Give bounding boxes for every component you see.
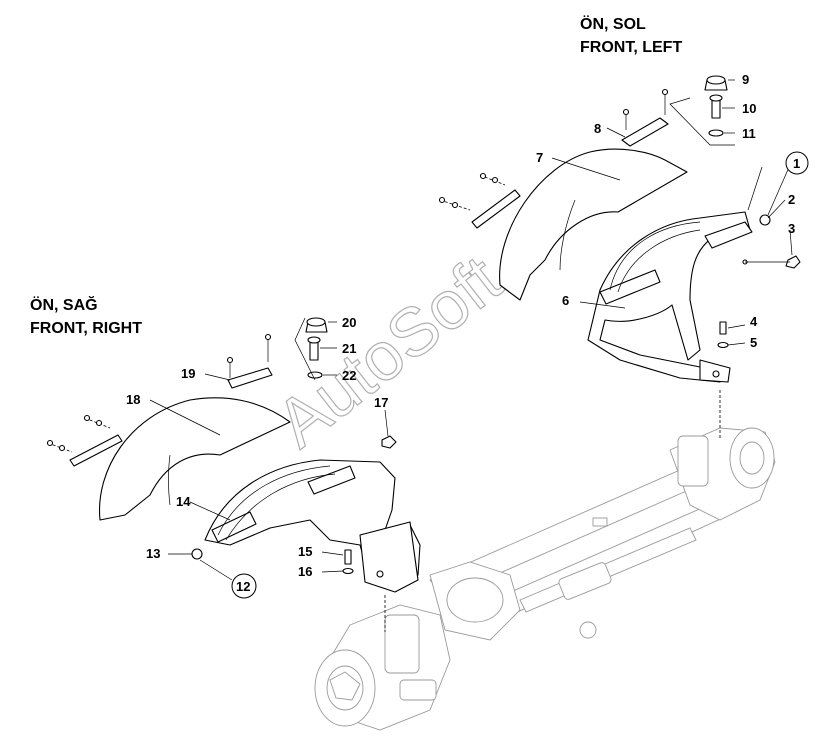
callout-6: 6 [562,293,569,308]
left-fender-assembly [438,75,801,440]
callout-18: 18 [126,392,140,407]
right-group-title-en: FRONT, RIGHT [30,320,142,337]
callout-5: 5 [750,335,757,350]
callout-17: 17 [374,395,388,410]
callout-14: 14 [176,494,191,509]
callout-2: 2 [788,192,795,207]
callout-8: 8 [594,121,601,136]
callout-1: 1 [793,156,800,171]
right-strap [227,367,273,389]
callout-16: 16 [298,564,312,579]
callout-11: 11 [742,126,756,141]
autosoft-watermark: AutoSoft [262,241,514,462]
callout-10: 10 [742,101,756,116]
left-fender-bracket [587,211,751,383]
leader-lines [149,79,793,581]
callout-9: 9 [742,72,749,87]
callout-circle-1 [785,151,809,175]
callout-20: 20 [342,315,356,330]
callout-circle-12 [231,573,257,599]
left-strap [621,117,669,147]
callout-7: 7 [536,150,543,165]
left-group-title-tr: ÖN, SOL [580,14,646,33]
front-axle-ghost [314,427,776,731]
callout-19: 19 [181,366,195,381]
right-fender-shell [98,397,291,521]
callout-22: 22 [342,368,356,383]
right-group-title-tr: ÖN, SAĞ [30,295,98,314]
callout-12: 12 [236,579,250,594]
left-group-title-en: FRONT, LEFT [580,39,682,56]
callout-numbers: 1 2 3 4 5 6 7 8 9 10 11 12 13 14 15 16 1… [126,72,800,594]
callout-3: 3 [788,221,795,236]
right-fender-assembly [46,317,421,632]
callout-13: 13 [146,546,160,561]
callout-4: 4 [750,314,758,329]
callout-15: 15 [298,544,312,559]
callout-21: 21 [342,341,356,356]
